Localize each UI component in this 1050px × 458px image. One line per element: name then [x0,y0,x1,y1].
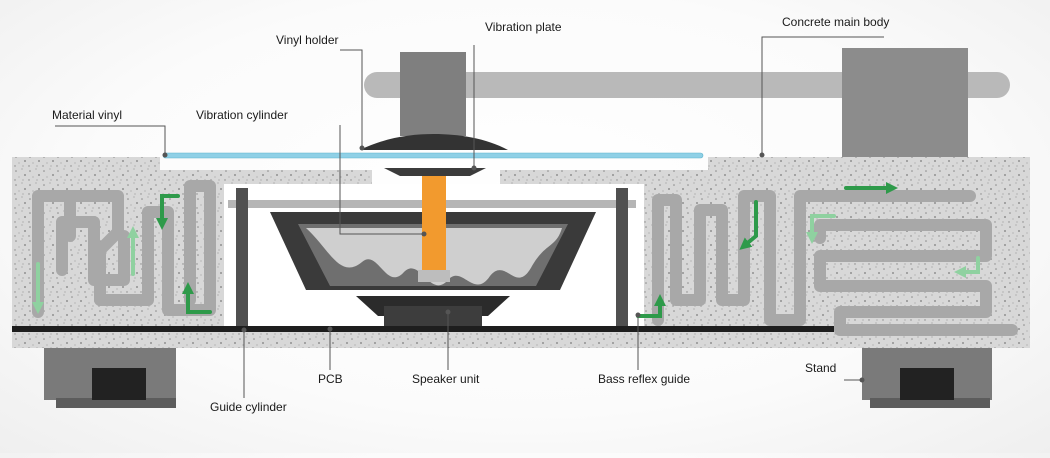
leader-lines [55,36,884,398]
label-guide-cylinder: Guide cylinder [210,400,287,414]
counterweight-block [842,48,968,162]
label-material-vinyl: Material vinyl [52,108,123,122]
label-stand: Stand [805,361,837,375]
left-labyrinth-channel [32,180,216,318]
vibration-cylinder [422,170,446,274]
label-pcb: PCB [318,372,343,386]
stand-left [44,348,176,408]
leader-dots [162,145,865,383]
airflow-arrow [182,282,212,314]
vinyl-holder [360,52,508,150]
airflow-arrow [739,200,758,250]
label-concrete-main-body: Concrete main body [782,15,890,29]
airflow-arrow [636,294,666,318]
guide-cylinder-right [616,188,628,330]
label-speaker-unit: Speaker unit [412,372,480,386]
pcb-board [12,326,834,332]
airflow-arrow [954,256,980,278]
airflow-arrow [806,214,836,244]
label-vibration-plate: Vibration plate [485,20,562,34]
guide-cylinder-left [236,188,248,330]
airflow-arrow [156,194,180,230]
material-vinyl [162,152,704,159]
label-vinyl-holder: Vinyl holder [276,33,339,47]
label-bass-reflex-guide: Bass reflex guide [598,372,691,386]
voice-coil [418,270,450,282]
right-labyrinth-channel [652,190,1018,336]
vibration-plate [384,168,486,176]
stand-right [862,348,992,408]
label-vibration-cylinder: Vibration cylinder [196,108,288,122]
airflow-arrows [32,182,980,318]
